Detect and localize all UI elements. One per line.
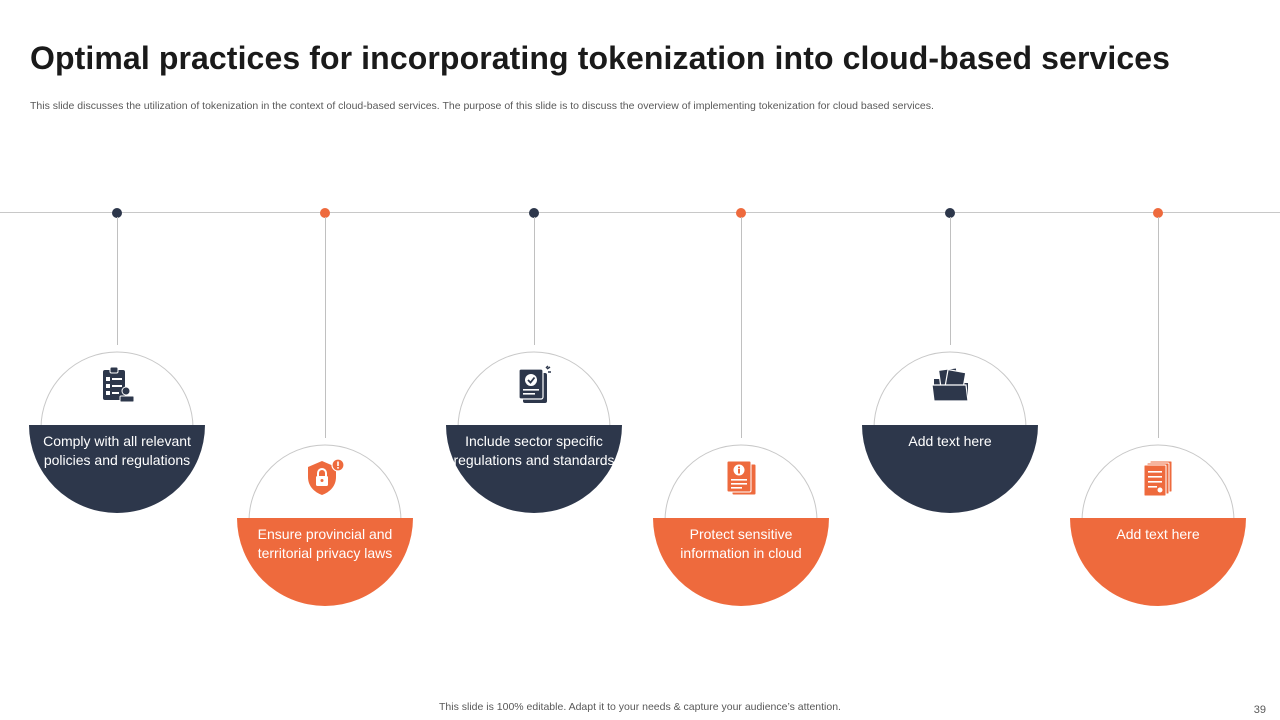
practice-item-2: Ensure provincial and territorial privac…	[235, 208, 415, 608]
page-number: 39	[1253, 704, 1266, 716]
shield-lock-alert-icon	[308, 458, 345, 495]
practice-disc	[29, 351, 205, 513]
practice-disc	[446, 351, 622, 513]
practice-disc	[862, 351, 1038, 513]
certificate-check-icon	[518, 365, 551, 403]
timeline-line	[0, 212, 1280, 213]
practice-label: Protect sensitive information in cloud	[680, 526, 802, 561]
practice-label: Add text here	[1116, 526, 1200, 542]
slide-footer: This slide is 100% editable. Adapt it to…	[439, 701, 841, 713]
timeline-dot	[320, 208, 330, 218]
connector-line	[950, 217, 951, 345]
practice-item-1: Comply with all relevant policies and re…	[27, 208, 207, 608]
timeline-dot	[945, 208, 955, 218]
clipboard-checklist-icon	[103, 366, 135, 403]
practice-label: Include sector specific regulations and …	[453, 433, 615, 468]
connector-line	[534, 217, 535, 345]
practice-label: Add text here	[908, 433, 992, 449]
folder-documents-icon	[931, 367, 969, 402]
practice-disc	[653, 444, 829, 606]
slide-subtitle: This slide discusses the utilization of …	[30, 100, 934, 112]
stacked-documents-icon	[1143, 460, 1173, 497]
practice-item-4: Protect sensitive information in cloud	[651, 208, 831, 608]
practice-item-3: Include sector specific regulations and …	[444, 208, 624, 608]
practice-label: Ensure provincial and territorial privac…	[257, 526, 393, 561]
connector-line	[1158, 217, 1159, 438]
info-document-icon	[726, 460, 757, 496]
practice-item-6: Add text here	[1068, 208, 1248, 608]
connector-line	[325, 217, 326, 438]
slide-title: Optimal practices for incorporating toke…	[30, 40, 1171, 76]
practice-label: Comply with all relevant policies and re…	[43, 433, 191, 468]
timeline-dot	[736, 208, 746, 218]
practice-disc	[1070, 444, 1246, 606]
connector-line	[741, 217, 742, 438]
practice-item-5: Add text here	[860, 208, 1040, 608]
practice-disc	[237, 444, 413, 606]
timeline-dot	[529, 208, 539, 218]
timeline-dot	[112, 208, 122, 218]
timeline-dot	[1153, 208, 1163, 218]
connector-line	[117, 217, 118, 345]
